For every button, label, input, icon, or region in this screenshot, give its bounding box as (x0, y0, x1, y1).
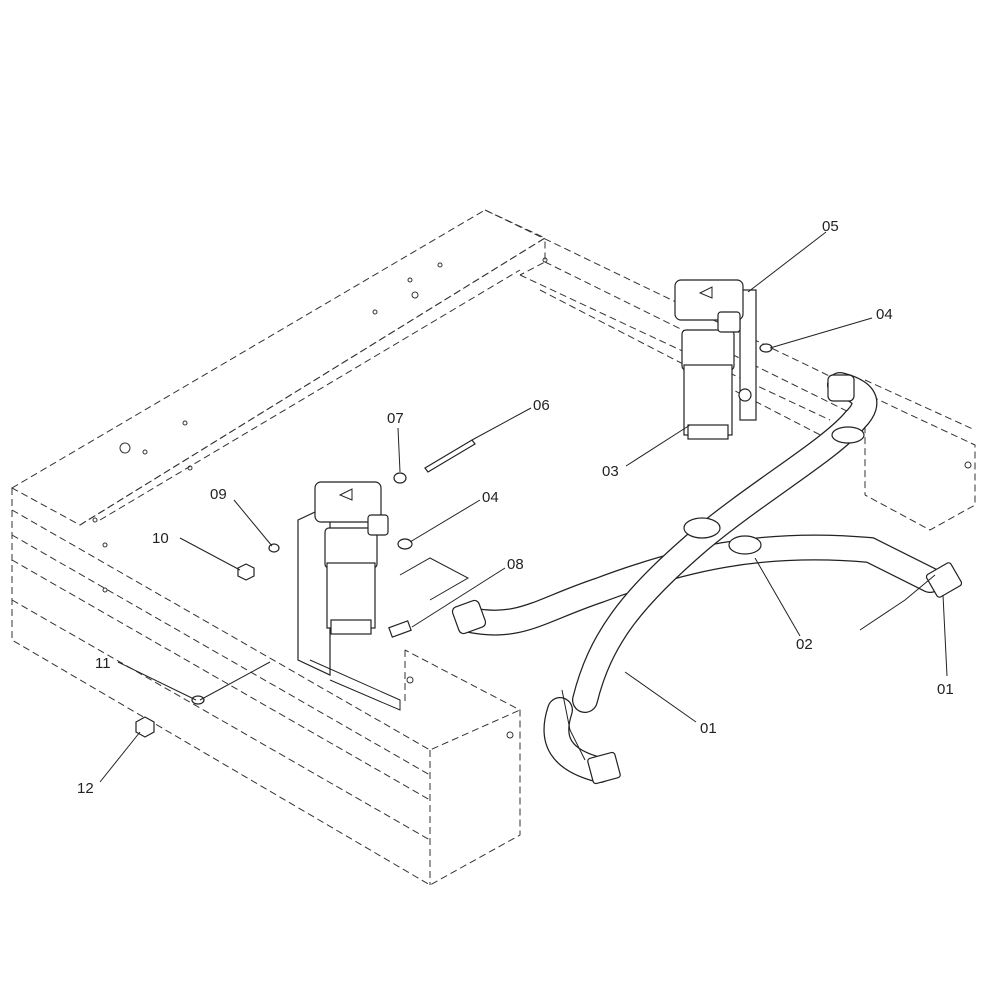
callout-04: 04 (876, 306, 893, 323)
callout-10: 10 (152, 530, 169, 547)
callout-05: 05 (822, 218, 839, 235)
callout-01: 01 (937, 681, 954, 698)
callout-12: 12 (77, 780, 94, 797)
leader-lines (99, 231, 948, 783)
frame-holes (92, 257, 972, 739)
callout-04: 04 (482, 489, 499, 506)
callout-11: 11 (95, 655, 111, 672)
callout-labels: 05 04 03 06 07 04 09 10 08 02 01 01 11 1… (77, 218, 954, 797)
filter-right (674, 279, 757, 440)
callout-03: 03 (602, 463, 619, 480)
callout-06: 06 (533, 397, 550, 414)
callout-01: 01 (700, 720, 717, 737)
hardware-parts (135, 343, 773, 738)
callout-09: 09 (210, 486, 227, 503)
callout-02: 02 (796, 636, 813, 653)
callout-07: 07 (387, 410, 404, 427)
hose-assembly (451, 372, 963, 785)
callout-08: 08 (507, 556, 524, 573)
filter-left (297, 481, 401, 711)
